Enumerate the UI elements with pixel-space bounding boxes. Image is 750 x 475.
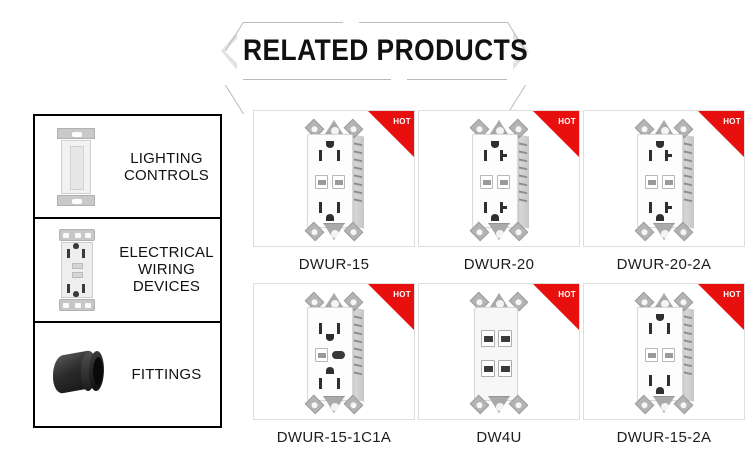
- section-header-banner: RELATED PRODUCTS: [221, 21, 529, 115]
- product-name: DW4U: [476, 429, 522, 446]
- category-sidebar: LIGHTING CONTROLS ELECTRICAL WIRING DEVI…: [33, 114, 222, 428]
- outlet-usb-c-receptacle-image: [297, 291, 371, 415]
- product-cell[interactable]: HOT DWUR-15-1C1A: [253, 283, 415, 446]
- outlet-usb-receptacle-image: [627, 291, 701, 415]
- product-row: HOT DWUR-15-1C1A HOT DW4U: [253, 283, 745, 446]
- banner-corner-bottom-left: [225, 84, 244, 115]
- sidebar-item-label: ELECTRICAL WIRING DEVICES: [119, 244, 214, 296]
- banner-edge-top-right: [359, 22, 507, 23]
- outlet-usb-receptacle-image: [462, 118, 536, 242]
- outlet-usb-receptacle-image: [627, 118, 701, 242]
- chevron-left-icon: [221, 32, 237, 70]
- outlet-usb-receptacle-image: [297, 118, 371, 242]
- product-grid: HOT DWUR-15 HOT DWUR-20: [253, 110, 745, 456]
- sidebar-item-electrical-wiring-devices[interactable]: ELECTRICAL WIRING DEVICES: [35, 219, 220, 323]
- quad-usb-charger-image: [462, 291, 536, 415]
- product-row: HOT DWUR-15 HOT DWUR-20: [253, 110, 745, 273]
- dimmer-switch-icon: [35, 116, 117, 217]
- product-cell[interactable]: HOT DWUR-20: [418, 110, 580, 273]
- banner-edge-bottom-right: [407, 79, 507, 80]
- product-name: DWUR-15-1C1A: [276, 429, 392, 446]
- sidebar-item-label: LIGHTING CONTROLS: [124, 149, 209, 184]
- banner-edge-bottom-left: [243, 79, 391, 80]
- sidebar-item-lighting-controls[interactable]: LIGHTING CONTROLS: [35, 116, 220, 220]
- hot-badge-label: HOT: [558, 117, 576, 126]
- product-name: DWUR-20-2A: [616, 256, 712, 273]
- product-cell[interactable]: HOT DWUR-15-2A: [583, 283, 745, 446]
- product-cell[interactable]: HOT DWUR-15: [253, 110, 415, 273]
- product-name: DWUR-20: [463, 256, 535, 273]
- product-card[interactable]: HOT: [418, 283, 580, 420]
- hot-badge-label: HOT: [723, 290, 741, 299]
- hot-badge-label: HOT: [723, 117, 741, 126]
- hot-badge-label: HOT: [558, 290, 576, 299]
- hot-badge-label: HOT: [393, 290, 411, 299]
- sidebar-item-label: FITTINGS: [131, 365, 202, 383]
- banner-corner-top-left: [225, 21, 244, 52]
- product-name: DWUR-15-2A: [616, 429, 712, 446]
- product-card[interactable]: HOT: [418, 110, 580, 247]
- hot-badge-label: HOT: [393, 117, 411, 126]
- product-card[interactable]: HOT: [253, 283, 415, 420]
- conduit-fitting-icon: [35, 323, 117, 426]
- product-cell[interactable]: HOT DW4U: [418, 283, 580, 446]
- product-card[interactable]: HOT: [583, 283, 745, 420]
- sidebar-item-fittings[interactable]: FITTINGS: [35, 323, 220, 426]
- product-card[interactable]: HOT: [253, 110, 415, 247]
- product-card[interactable]: HOT: [583, 110, 745, 247]
- product-cell[interactable]: HOT DWUR-20-2A: [583, 110, 745, 273]
- product-name: DWUR-15: [298, 256, 370, 273]
- banner-edge-top-left: [243, 22, 343, 23]
- page-title: RELATED PRODUCTS: [243, 34, 529, 67]
- gfci-receptacle-icon: [35, 219, 117, 320]
